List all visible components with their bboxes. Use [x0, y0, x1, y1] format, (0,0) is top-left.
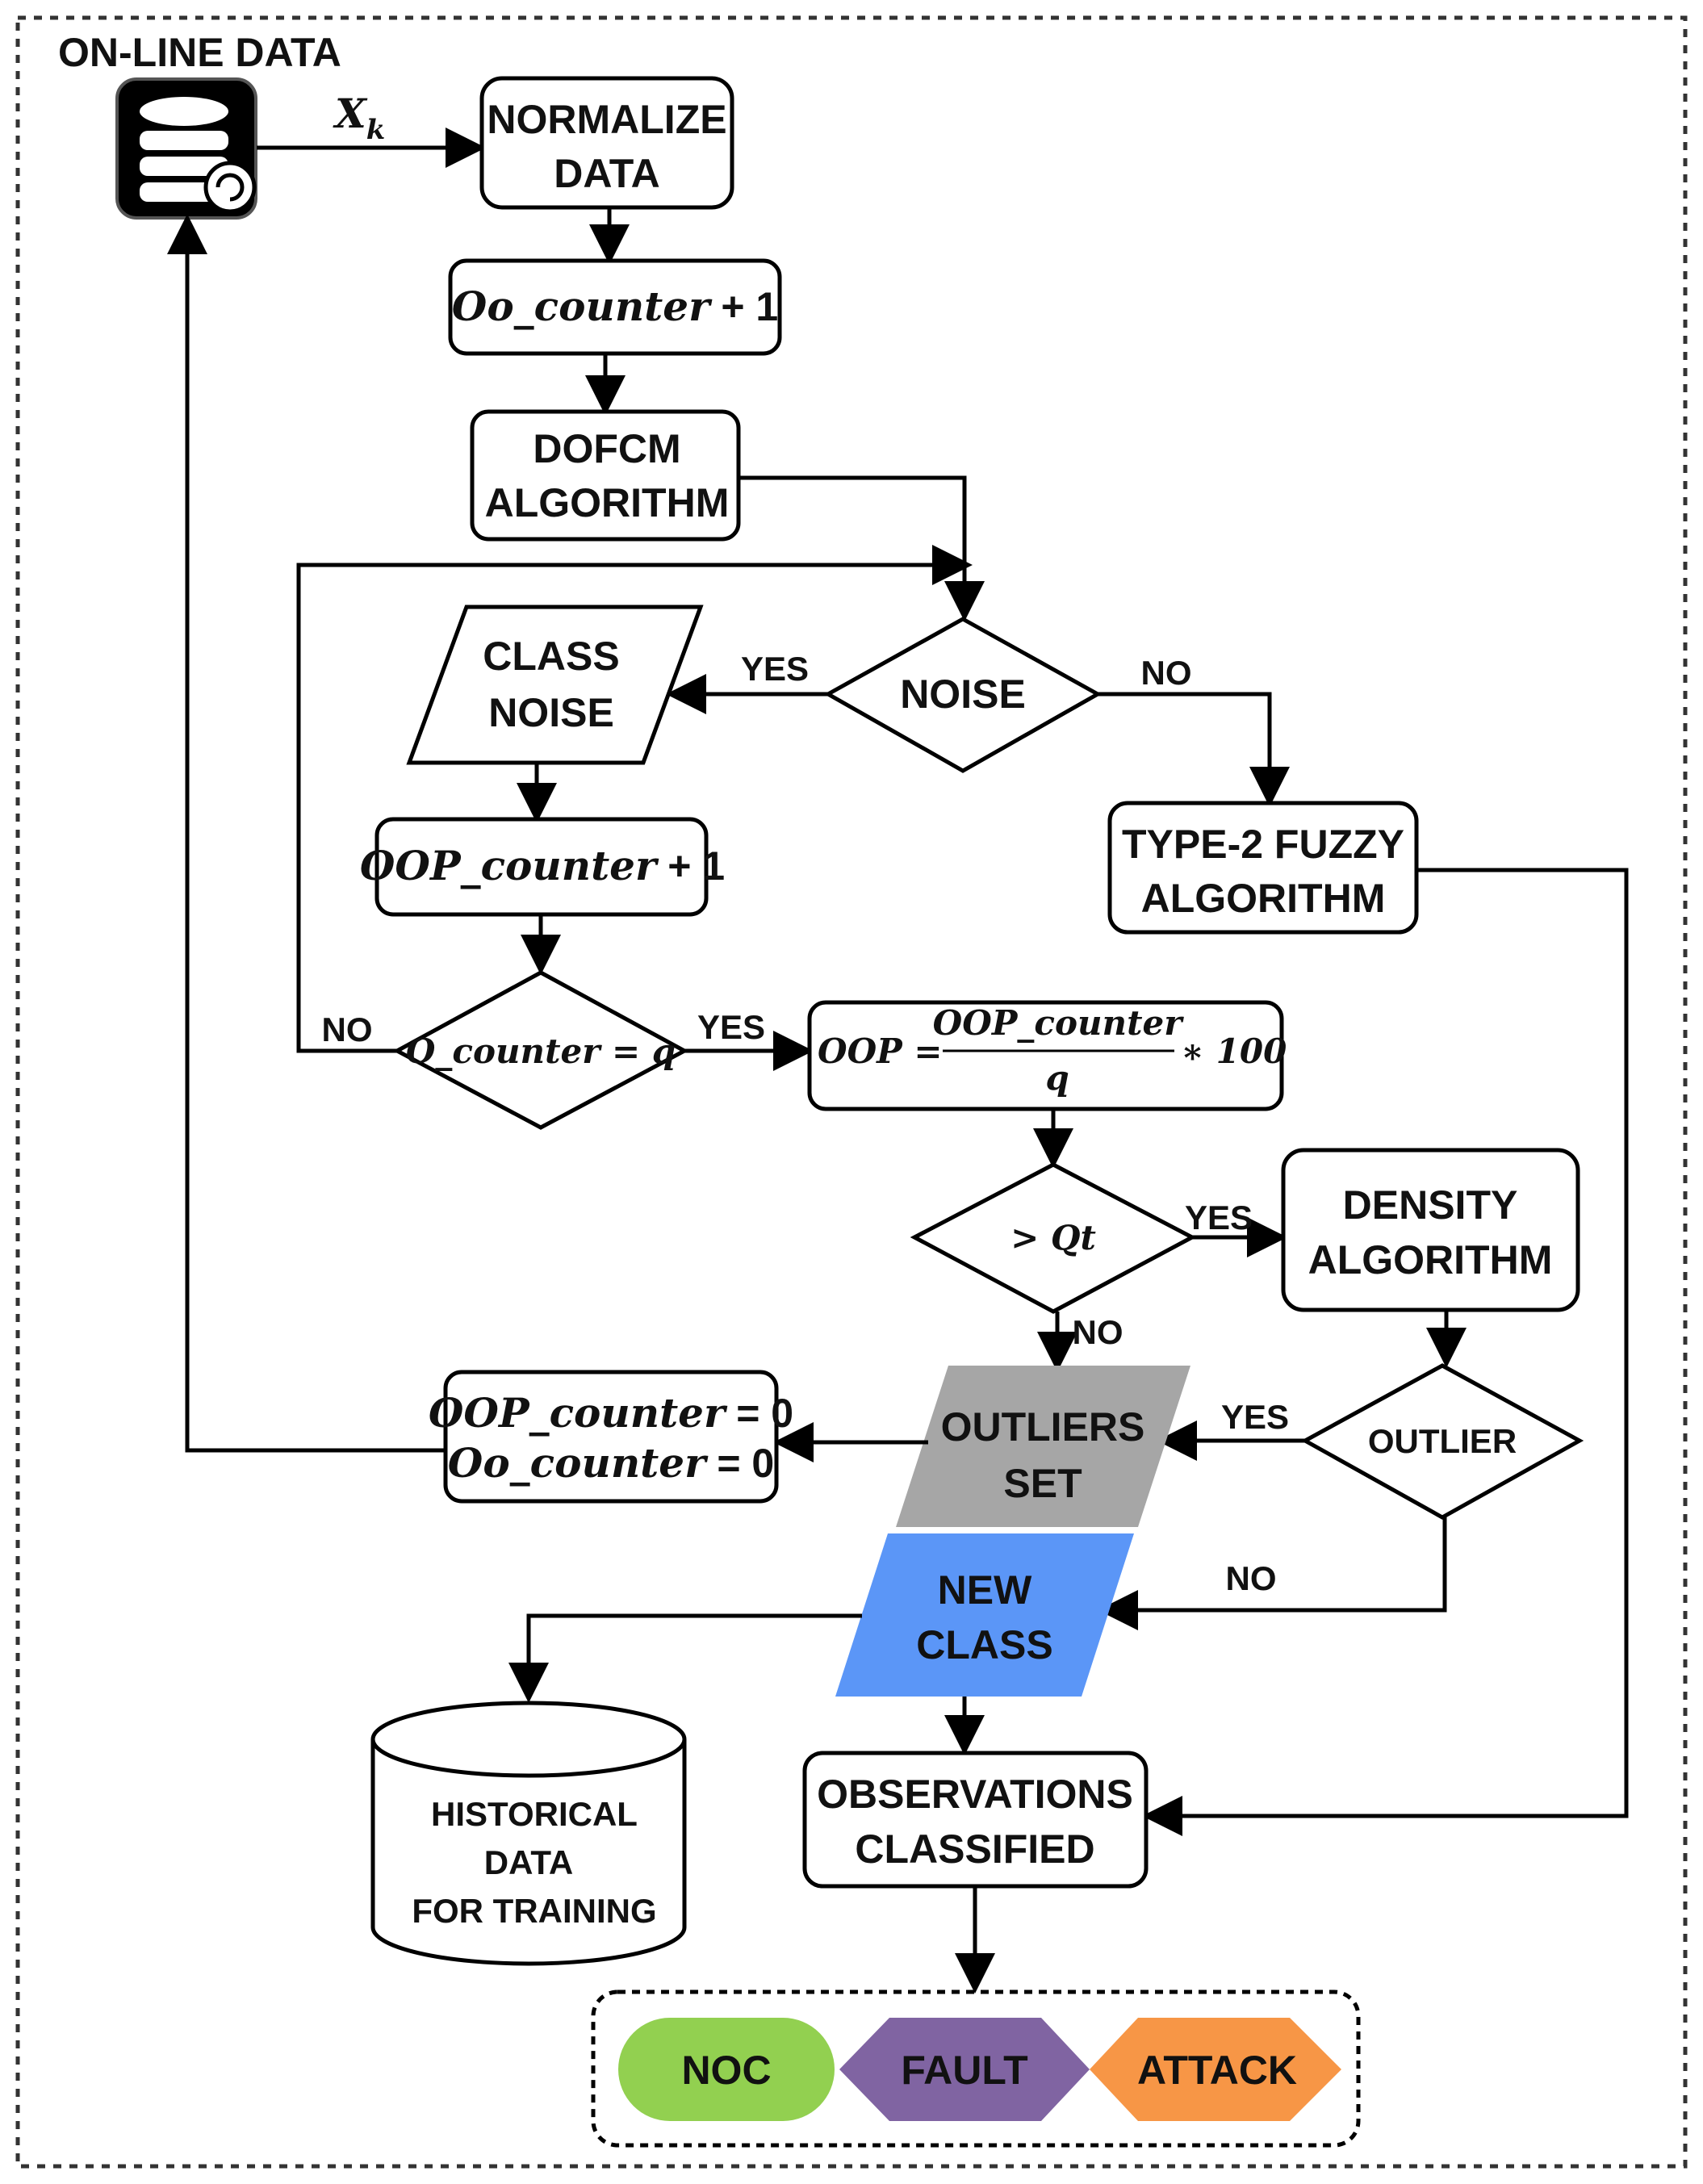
normalize-data-box — [479, 76, 734, 210]
outer-frame — [15, 15, 1688, 2169]
type2-label-2: ALGORITHM — [1141, 876, 1386, 921]
noise-yes-label: YES — [741, 650, 809, 688]
noise-decision — [823, 617, 1103, 773]
oo-counter-increment-box — [448, 258, 782, 356]
density-label-1: DENSITY — [1343, 1182, 1518, 1228]
outcome-noc — [618, 2018, 835, 2121]
qt-no-label: NO — [1073, 1313, 1123, 1351]
outcome-noc-label: NOC — [681, 2048, 771, 2093]
outliers-set-label-1: OUTLIERS — [941, 1404, 1145, 1450]
outcomes-group — [591, 1989, 1361, 2148]
outlier-decision-label: OUTLIER — [1368, 1422, 1517, 1460]
noise-decision-label: NOISE — [900, 672, 1026, 717]
o-counter-decision-label: O_counter = q — [406, 1031, 676, 1071]
new-class-label-1: NEW — [938, 1567, 1032, 1613]
oop-formula-box — [807, 1000, 1284, 1111]
class-noise-label-1: CLASS — [483, 634, 619, 679]
outcome-attack-label: ATTACK — [1137, 2048, 1297, 2093]
xk-label: Xk — [333, 90, 385, 146]
o-counter-yes-label: YES — [697, 1008, 765, 1046]
o-counter-no-label: NO — [322, 1010, 373, 1048]
outcome-fault — [839, 2018, 1090, 2121]
qt-yes-label: YES — [1185, 1199, 1253, 1236]
class-noise-label-2: NOISE — [488, 690, 614, 735]
qt-decision-label: > Qt — [1011, 1218, 1096, 1257]
outlier-decision — [1300, 1363, 1584, 1520]
observations-label-1: OBSERVATIONS — [817, 1772, 1133, 1817]
counter-reset-line1: OOP_counter = 0 — [429, 1389, 793, 1437]
historical-label-3: FOR TRAINING — [412, 1892, 656, 1930]
outcome-fault-label: FAULT — [901, 2048, 1027, 2093]
dofcm-label-1: DOFCM — [533, 426, 680, 471]
oop-formula-lhs: OOP = — [818, 1031, 943, 1071]
counter-reset-box — [443, 1370, 779, 1504]
historical-label-1: HISTORICAL — [431, 1795, 638, 1833]
density-label-2: ALGORITHM — [1308, 1237, 1553, 1282]
o-counter-decision — [392, 970, 689, 1130]
type2-fuzzy-box — [1107, 801, 1419, 935]
new-class-label-2: CLASS — [916, 1622, 1052, 1667]
normalize-data-label-2: DATA — [554, 151, 659, 196]
oop-formula-numerator: OOP_counter — [933, 1003, 1185, 1043]
noise-no-label: NO — [1141, 654, 1192, 692]
outcome-attack — [1090, 2018, 1341, 2121]
historical-data-cylinder — [370, 1701, 687, 1966]
observations-label-2: CLASSIFIED — [855, 1826, 1094, 1872]
dofcm-algorithm-box — [470, 409, 741, 542]
qt-decision — [910, 1162, 1197, 1314]
online-data-label: ON-LINE DATA — [58, 30, 341, 75]
oop-formula-denominator: q — [1045, 1058, 1069, 1098]
class-noise-box — [406, 605, 704, 765]
outlier-yes-label: YES — [1221, 1398, 1289, 1436]
density-algorithm-box — [1281, 1148, 1580, 1312]
outliers-set-box — [896, 1366, 1190, 1527]
normalize-data-label-1: NORMALIZE — [487, 97, 726, 142]
database-icon — [115, 77, 257, 220]
new-class-box — [835, 1533, 1134, 1697]
historical-label-2: DATA — [484, 1843, 573, 1881]
dofcm-label-2: ALGORITHM — [485, 480, 730, 525]
oo-counter-increment-label: Oo_counter + 1 — [452, 282, 778, 330]
outliers-set-label-2: SET — [1003, 1461, 1082, 1506]
counter-reset-line2: Oo_counter = 0 — [448, 1439, 774, 1487]
type2-label-1: TYPE-2 FUZZY — [1122, 822, 1404, 867]
oop-formula-multiplier: ∗ 100 — [1181, 1031, 1287, 1071]
outlier-no-label: NO — [1226, 1559, 1277, 1597]
oop-counter-increment-label: OOP_counter + 1 — [360, 842, 725, 889]
